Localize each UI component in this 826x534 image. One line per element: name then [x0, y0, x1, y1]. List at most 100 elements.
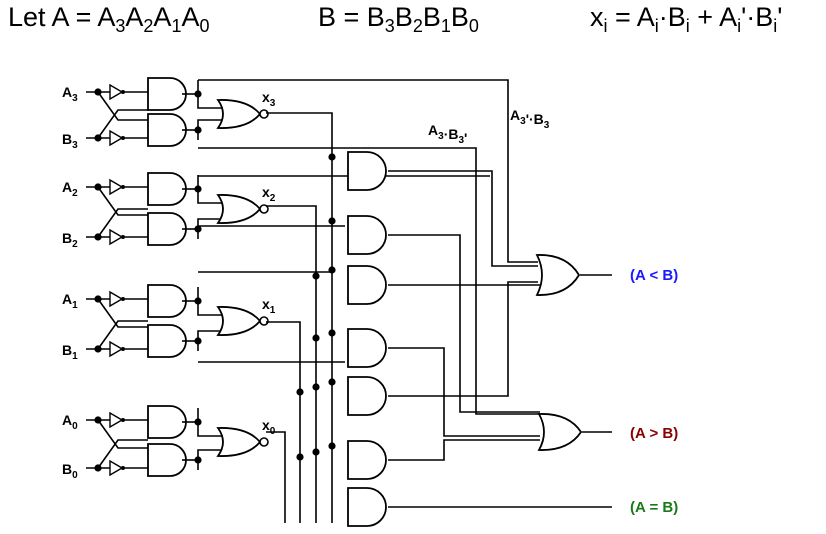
- and-gate-anbn: [147, 113, 187, 147]
- inverter-icon: [109, 178, 124, 196]
- header-a-definition: Let A = A3A2A1A0: [8, 2, 210, 36]
- junction-dot: [296, 388, 304, 396]
- inverter-bubble: [121, 418, 125, 422]
- inverter-icon: [109, 340, 124, 358]
- inverter-icon: [109, 228, 124, 246]
- input-label-a: A1: [62, 291, 78, 311]
- junction-dot: [328, 153, 336, 161]
- or-gate-gt: [537, 413, 583, 451]
- or-gate-lt: [535, 254, 581, 296]
- junction-dot: [328, 329, 336, 337]
- wire: [197, 189, 222, 204]
- wire: [388, 439, 540, 461]
- annotation-a3-b3n: A3·B3': [428, 122, 467, 146]
- junction-dot: [312, 448, 320, 456]
- and-gate-g4: [347, 328, 387, 368]
- nor-gate: [216, 99, 262, 129]
- inverter-bubble: [121, 466, 125, 470]
- wire: [97, 320, 148, 350]
- x-bus-line: [266, 112, 333, 523]
- wire: [197, 94, 222, 109]
- inverter-bubble: [121, 235, 125, 239]
- inverter-icon: [109, 459, 124, 477]
- nor-gate: [216, 427, 262, 457]
- x-label: x1: [262, 296, 276, 316]
- inverter-icon: [109, 290, 124, 308]
- wire: [97, 186, 148, 216]
- wire: [388, 347, 540, 437]
- b-def-prefix: B =: [318, 2, 367, 32]
- and-gate-ab: [147, 172, 187, 206]
- and-gate-anbn: [147, 443, 187, 477]
- and-gate-g7: [347, 487, 387, 527]
- x-label: x0: [262, 417, 276, 437]
- and-gate-ab: [147, 405, 187, 439]
- wire: [388, 281, 538, 397]
- x-bus-line: [266, 431, 286, 523]
- wire: [197, 330, 222, 341]
- a3-b3n-wire: [198, 147, 540, 415]
- and-gate-ab: [147, 77, 187, 111]
- and-gate-ab: [147, 284, 187, 318]
- inversion-bubble: [259, 316, 269, 326]
- and-gate-g2: [347, 215, 387, 255]
- wire: [97, 439, 148, 469]
- x-bus-line: [266, 321, 301, 523]
- inversion-bubble: [259, 204, 269, 214]
- inversion-bubble: [259, 109, 269, 119]
- junction-dot: [312, 383, 320, 391]
- wire: [197, 119, 222, 130]
- inverter-icon: [109, 411, 124, 429]
- and-gate-anbn: [147, 324, 187, 358]
- junction-dot: [312, 334, 320, 342]
- wire: [197, 422, 222, 437]
- wire: [388, 234, 540, 413]
- nor-gate: [216, 194, 262, 224]
- input-label-b: B3: [62, 131, 78, 151]
- annotation-a3n-b3: A3'·B3: [510, 107, 550, 131]
- junction-dot: [328, 442, 336, 450]
- and-gate-g3: [347, 265, 387, 305]
- junction-dot: [328, 266, 336, 274]
- input-label-b: B2: [62, 230, 78, 250]
- input-label-b: B0: [62, 461, 78, 481]
- inverter-icon: [109, 129, 124, 147]
- x-def-formula: xi = Ai·Bi + Ai'·Bi': [590, 2, 783, 36]
- junction-dot: [328, 217, 336, 225]
- inverter-bubble: [121, 90, 125, 94]
- input-label-a: A3: [62, 84, 78, 104]
- a-def-terms: A3A2A1A0: [97, 2, 210, 36]
- a-def-prefix: Let A =: [8, 2, 98, 32]
- wire: [388, 170, 538, 267]
- b-def-terms: B3B2B1B0: [366, 2, 479, 36]
- wire: [97, 91, 148, 121]
- input-label-a: A0: [62, 412, 78, 432]
- header-x-definition: xi = Ai·Bi + Ai'·Bi': [590, 2, 783, 36]
- wire: [97, 109, 148, 139]
- and-gate-g5: [347, 376, 387, 416]
- x-label: x3: [262, 89, 276, 109]
- wire: [97, 298, 148, 328]
- inversion-bubble: [259, 437, 269, 447]
- inverter-bubble: [121, 347, 125, 351]
- input-label-a: A2: [62, 179, 78, 199]
- x-bus-line: [266, 205, 317, 523]
- junction-dot: [328, 378, 336, 386]
- and-gate-g1: [347, 151, 387, 191]
- junction-dot: [312, 272, 320, 280]
- inverter-bubble: [121, 297, 125, 301]
- junction-dot: [296, 453, 304, 461]
- and-gate-anbn: [147, 212, 187, 246]
- wire: [97, 419, 148, 449]
- wire: [197, 218, 222, 229]
- output-label-eq: (A = B): [630, 499, 678, 516]
- header-b-definition: B = B3B2B1B0: [318, 2, 479, 36]
- output-label-lt: (A < B): [630, 267, 678, 284]
- inverter-bubble: [121, 185, 125, 189]
- input-label-b: B1: [62, 342, 78, 362]
- nor-gate: [216, 306, 262, 336]
- inverter-bubble: [121, 136, 125, 140]
- and-gate-g6: [347, 440, 387, 480]
- wire: [197, 301, 222, 316]
